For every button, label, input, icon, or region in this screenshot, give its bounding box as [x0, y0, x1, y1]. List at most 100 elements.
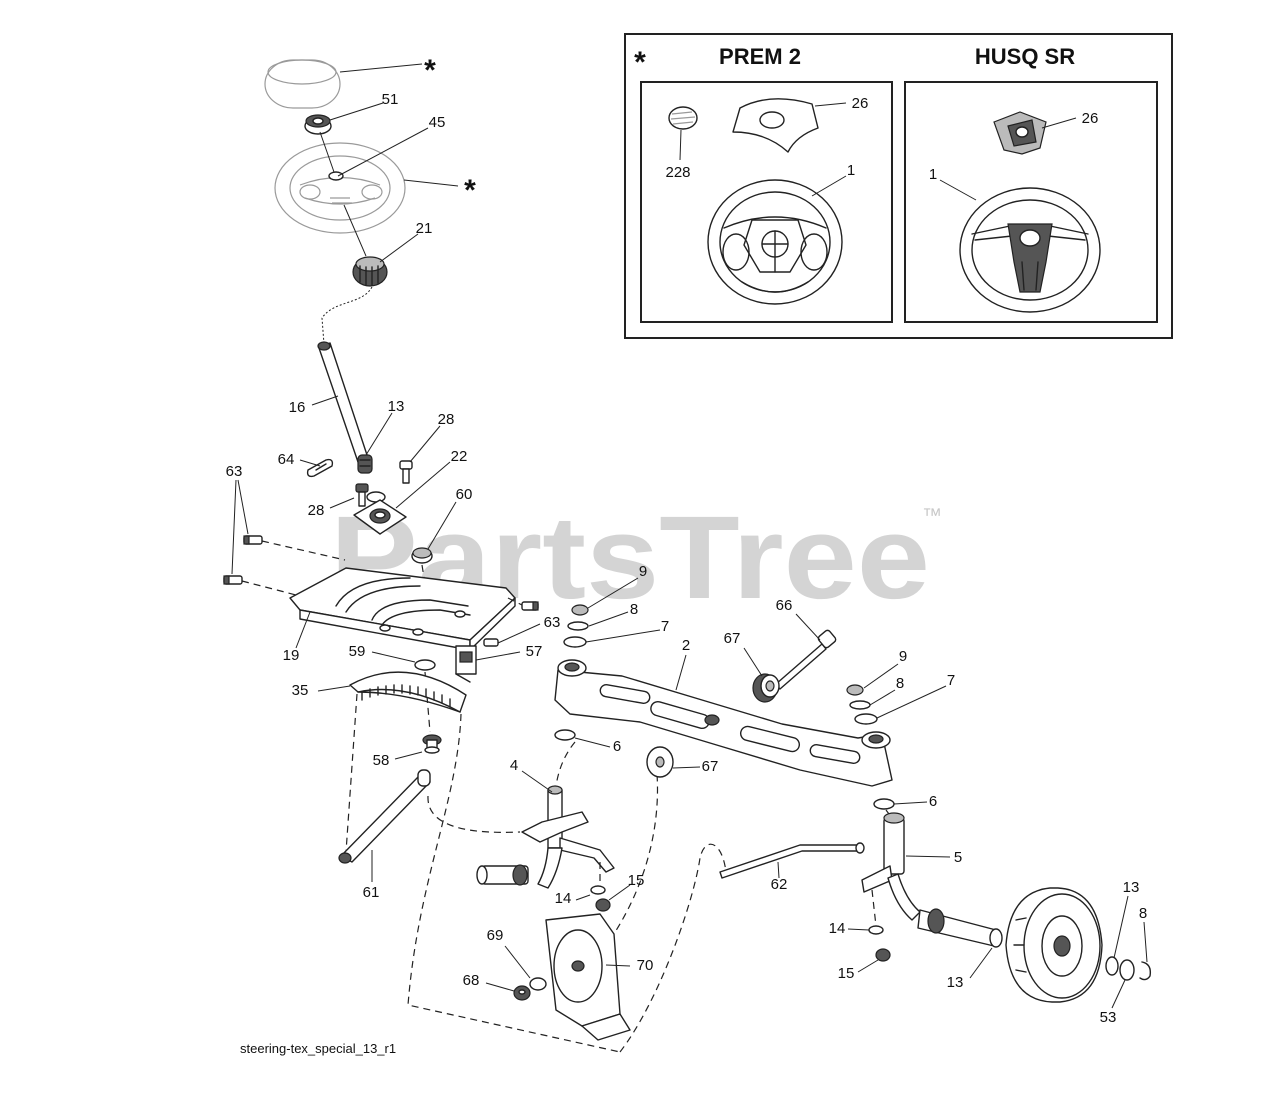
bushing-6-right — [873, 798, 895, 810]
spindle-5 — [861, 812, 997, 947]
inset-asterisk: * — [634, 46, 646, 79]
callout-8: 8 — [896, 675, 904, 692]
clip-64 — [306, 458, 334, 478]
prem-2-box — [640, 81, 893, 323]
prem-hub-cover — [732, 98, 819, 153]
callout-62: 62 — [771, 876, 788, 893]
callout-6: 6 — [613, 738, 621, 755]
callout-66: 66 — [776, 597, 793, 614]
callout-61: 61 — [363, 884, 380, 901]
callout-2: 2 — [682, 637, 690, 654]
inset-label-husq-1: 1 — [929, 166, 937, 183]
washer-13-upper — [366, 491, 386, 503]
assembly-axis — [319, 131, 367, 257]
callout-8: 8 — [1139, 905, 1147, 922]
callout-7: 7 — [661, 618, 669, 635]
callout-labels: * 51 45 * 21 16 13 28 64 22 63 28 60 9 8… — [226, 54, 1148, 1026]
bolt-63-c — [521, 601, 539, 611]
callout-13: 13 — [1123, 879, 1140, 896]
sector-gear-35 — [349, 671, 467, 713]
callout-13: 13 — [388, 398, 405, 415]
inset-label-prem-26: 26 — [852, 95, 869, 112]
washer-53 — [1119, 959, 1135, 981]
steering-wheel — [274, 142, 406, 234]
watermark-trademark: ™ — [922, 505, 942, 527]
husq-hub-cap — [993, 111, 1047, 155]
center-cap — [264, 59, 341, 109]
bolt-58 — [422, 734, 442, 754]
nut-51 — [304, 114, 332, 135]
callout-67: 67 — [702, 758, 719, 775]
callout-60: 60 — [456, 486, 473, 503]
shaft-path — [321, 286, 373, 345]
front-axle-2 — [554, 659, 893, 787]
nut-15-left — [595, 898, 611, 912]
callout-57: 57 — [526, 643, 543, 660]
spindle-4 — [476, 785, 615, 889]
callout-21: 21 — [416, 220, 433, 237]
callout-28: 28 — [308, 502, 325, 519]
mounting-plate-19 — [289, 567, 516, 651]
prem-emblem — [668, 106, 698, 130]
callout-67: 67 — [724, 630, 741, 647]
front-wheel — [1005, 887, 1103, 1003]
callout-59: 59 — [349, 643, 366, 660]
coupler-13 — [357, 454, 373, 474]
diagram-footer-id: steering-tex_special_13_r1 — [240, 1041, 396, 1056]
callout-6: 6 — [929, 793, 937, 810]
inset-label-prem-1: 1 — [847, 162, 855, 179]
callout-58: 58 — [373, 752, 390, 769]
washer-stack-left — [563, 604, 589, 648]
callout-64: 64 — [278, 451, 295, 468]
prem-leaders — [679, 102, 847, 197]
husq-steering-wheel — [959, 187, 1101, 313]
inset-label-husq-26: 26 — [1082, 110, 1099, 127]
nut-68 — [513, 985, 531, 1001]
bushing-21 — [352, 256, 388, 287]
husq-sr-box — [904, 81, 1158, 323]
callout-9: 9 — [639, 563, 647, 580]
bracket-70 — [545, 913, 631, 1041]
washer-stack-right — [846, 684, 878, 725]
callout-7: 7 — [947, 672, 955, 689]
bolt-28-upper — [399, 460, 413, 484]
callout-15: 15 — [628, 872, 645, 889]
callout-35: 35 — [292, 682, 309, 699]
leader-lines — [231, 63, 1148, 1009]
spacer-67-lower — [646, 746, 674, 778]
bolt-63-a — [243, 535, 263, 545]
bolt-63-d — [483, 638, 499, 647]
callout-5: 5 — [954, 849, 962, 866]
callout-9: 9 — [899, 648, 907, 665]
tie-rod-62 — [719, 842, 865, 879]
prem-steering-wheel — [707, 179, 843, 305]
bolt-28-lower — [355, 483, 369, 507]
callout-asterisk-cap: * — [424, 54, 436, 87]
husq-sr-title: HUSQ SR — [975, 44, 1075, 69]
callout-63: 63 — [544, 614, 561, 631]
nut-15-right — [875, 948, 891, 962]
spacer-67-upper — [752, 673, 780, 703]
callout-16: 16 — [289, 399, 306, 416]
washer-13-wheel-inner — [989, 928, 1003, 948]
callout-15: 15 — [838, 965, 855, 982]
bearing-plate-22 — [353, 499, 407, 535]
prem-2-title: PREM 2 — [719, 44, 801, 69]
callout-19: 19 — [283, 647, 300, 664]
callout-22: 22 — [451, 448, 468, 465]
callout-14: 14 — [829, 920, 846, 937]
bolt-63-b — [223, 575, 243, 585]
callout-4: 4 — [510, 757, 518, 774]
callout-70: 70 — [637, 957, 654, 974]
bushing-6-left — [554, 729, 576, 741]
callout-53: 53 — [1100, 1009, 1117, 1026]
callout-69: 69 — [487, 927, 504, 944]
steering-shaft-16 — [317, 341, 369, 463]
nut-14-right — [868, 925, 884, 935]
washer-13-wheel-outer — [1105, 956, 1119, 976]
washer-59 — [414, 659, 436, 671]
inset-panel: * PREM 2 HUSQ SR 26 228 — [624, 33, 1173, 339]
callout-asterisk-wheel: * — [464, 174, 476, 207]
nut-14-left — [590, 885, 606, 895]
